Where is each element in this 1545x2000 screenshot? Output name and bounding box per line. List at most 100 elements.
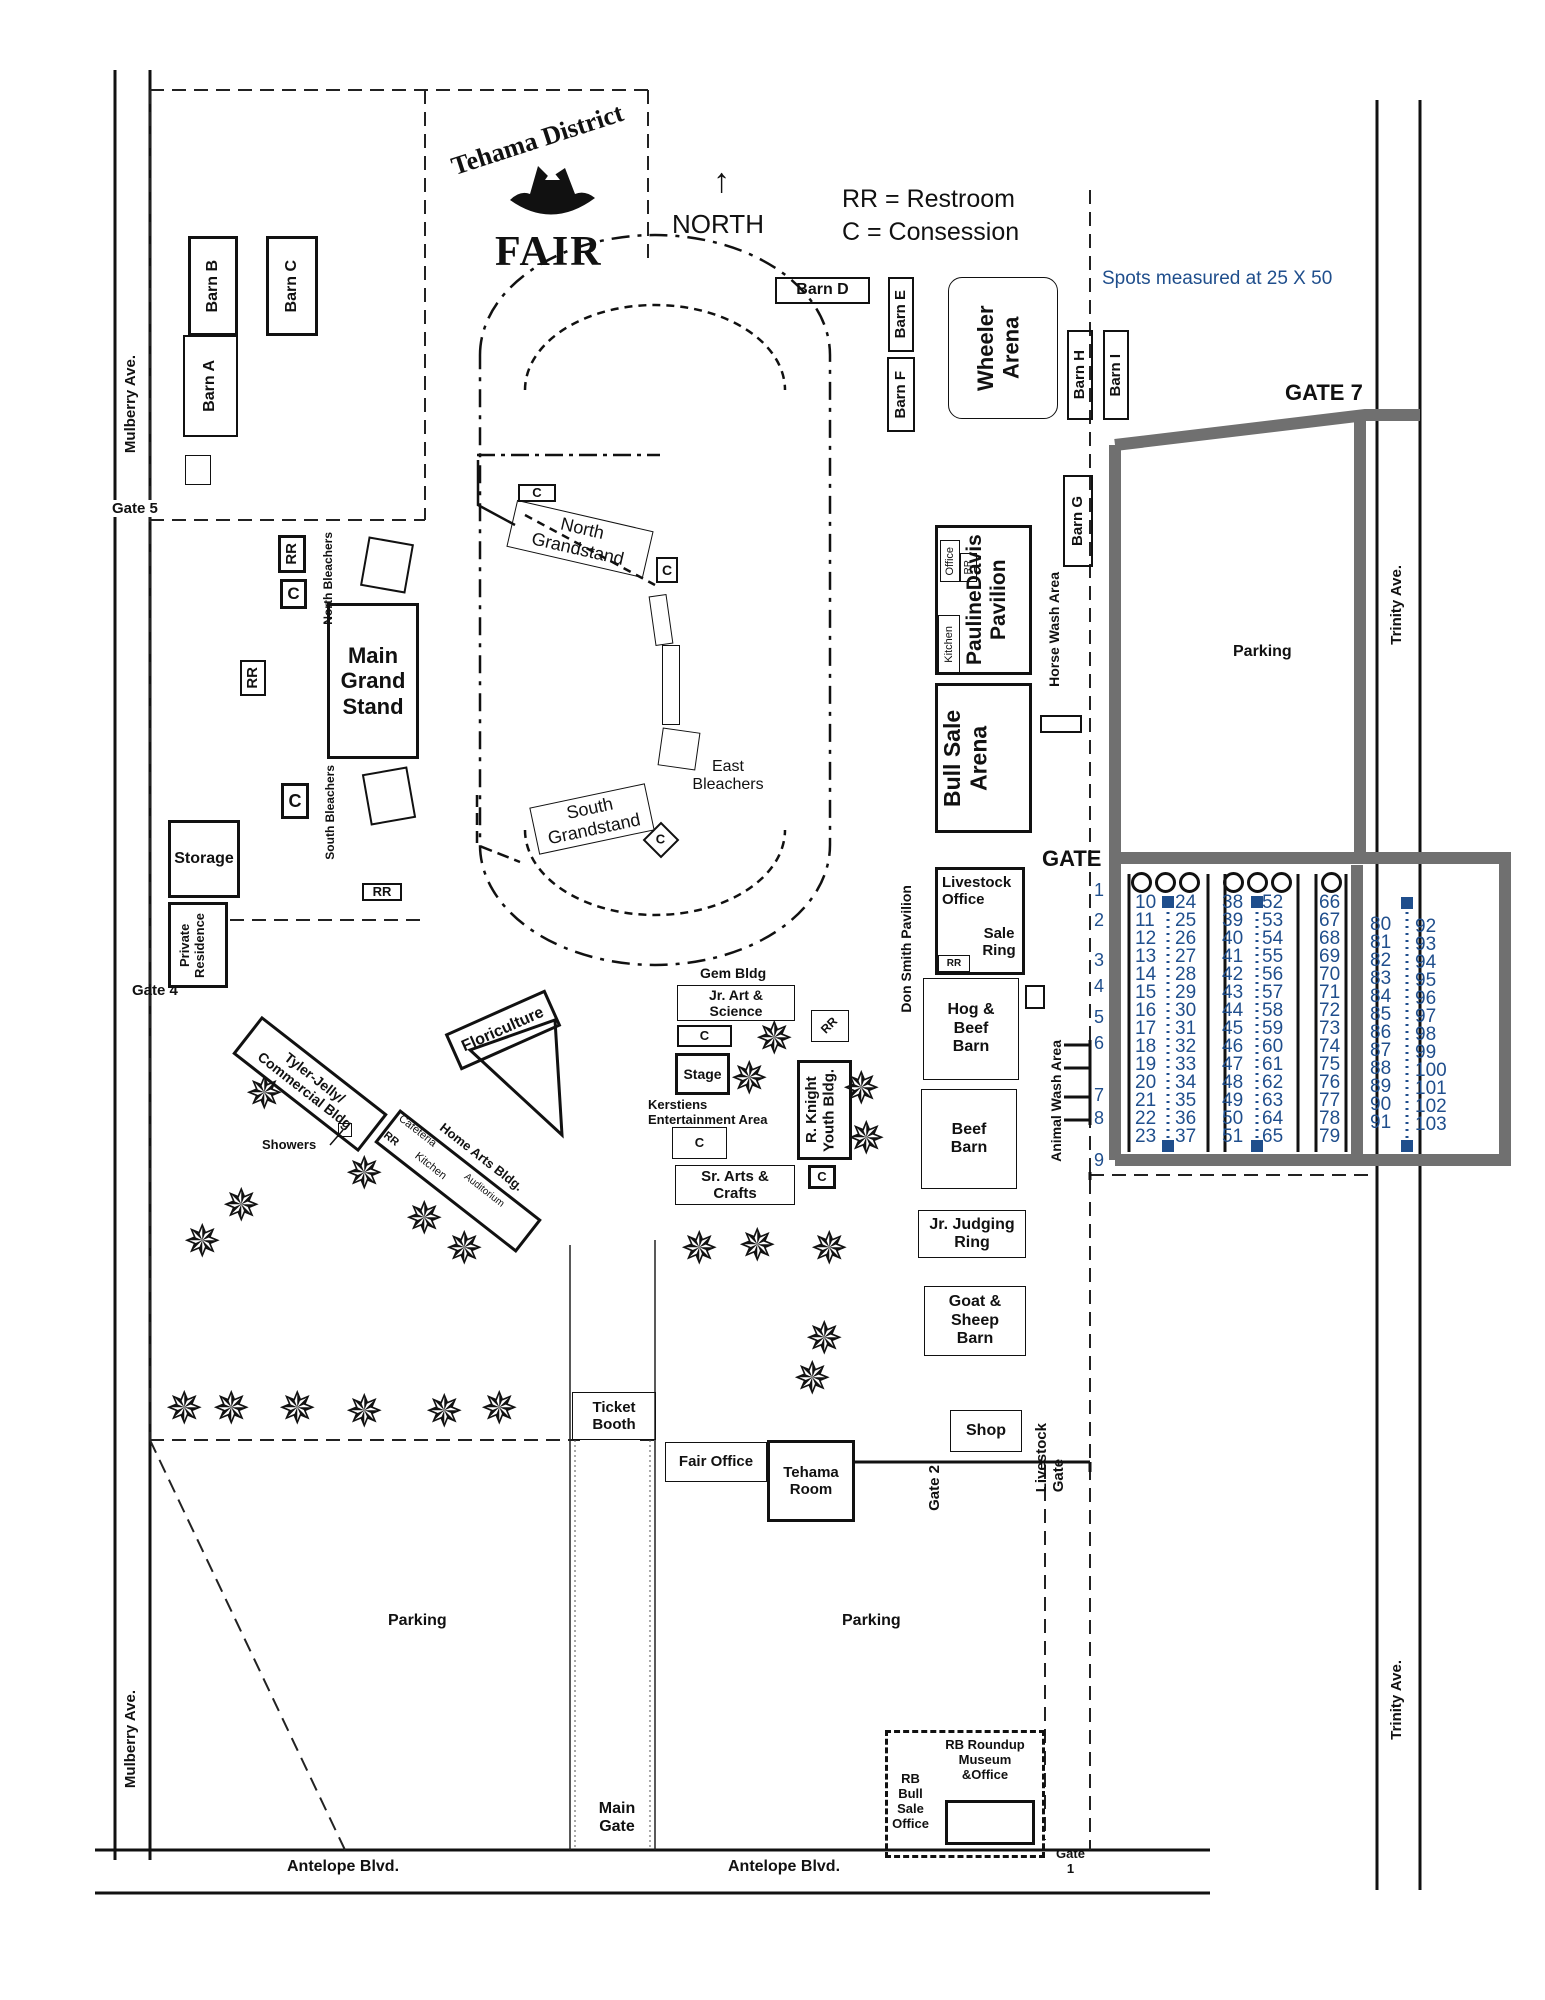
parking-spot-number: 76 xyxy=(1319,1072,1341,1093)
restroom-center: RR xyxy=(811,1010,849,1042)
parking-south: Parking xyxy=(842,1612,901,1629)
sr-arts-crafts: Sr. Arts & Crafts xyxy=(675,1165,795,1205)
parking-spot-number: 83 xyxy=(1370,968,1392,989)
gate-2: Gate 2 xyxy=(926,1465,943,1511)
parking-spot-number: 13 xyxy=(1135,946,1157,967)
showers-label: Showers xyxy=(262,1137,317,1152)
parking-spot-number: 11 xyxy=(1135,910,1155,931)
restroom-west: RR xyxy=(240,660,266,696)
parking-spot-number: 103 xyxy=(1415,1114,1447,1135)
parking-spot-number: 35 xyxy=(1175,1090,1197,1111)
street-antelope-right: Antelope Blvd. xyxy=(728,1858,841,1875)
parking-spot-number: 86 xyxy=(1370,1022,1392,1043)
animal-wash-area: Animal Wash Area xyxy=(1048,1040,1064,1162)
hog-beef-barn: Hog & Beef Barn xyxy=(923,978,1019,1080)
rb-museum-building xyxy=(945,1800,1035,1845)
parking-spot-number: 87 xyxy=(1370,1040,1392,1061)
gate-number-1: 1 xyxy=(1094,880,1105,900)
parking-spot-number: 102 xyxy=(1415,1096,1447,1117)
north-label: NORTH xyxy=(672,209,764,239)
kerstiens-entertainment: Kerstiens Entertainment Area xyxy=(648,1097,768,1127)
parking-spot-number: 26 xyxy=(1175,928,1197,949)
parking-spot-number: 54 xyxy=(1262,928,1284,949)
parking-spot-number: 96 xyxy=(1415,988,1437,1009)
parking-spot-number: 40 xyxy=(1222,928,1244,949)
parking-spot-number: 73 xyxy=(1319,1018,1341,1039)
parking-spot-number: 81 xyxy=(1370,932,1392,953)
parking-spot-number: 84 xyxy=(1370,986,1392,1007)
parking-spot-number: 23 xyxy=(1135,1126,1157,1147)
parking-spot-number: 72 xyxy=(1319,1000,1341,1021)
concession-main-south: C xyxy=(281,783,309,819)
small-box-livestock xyxy=(1025,985,1045,1009)
parking-southwest: Parking xyxy=(388,1612,447,1629)
pauline-davis-pavilion: PaulineDavis Pavilion xyxy=(935,525,1032,675)
concession-north: C xyxy=(518,484,556,502)
livestock-gate: Livestock Gate xyxy=(1032,1423,1067,1493)
parking-spot-number: 58 xyxy=(1262,1000,1284,1021)
parking-spot-number: 16 xyxy=(1135,1000,1157,1021)
parking-spot-number: 56 xyxy=(1262,964,1284,985)
street-trinity-top: Trinity Ave. xyxy=(1388,565,1405,645)
sale-ring: Sale Ring xyxy=(982,925,1016,960)
parking-spot-number: 69 xyxy=(1319,946,1341,967)
parking-spot-number: 46 xyxy=(1222,1036,1244,1057)
barn-i: Barn I xyxy=(1103,330,1129,420)
tree-icon: ✵ xyxy=(345,1384,384,1438)
parking-spot-number: 51 xyxy=(1222,1126,1244,1147)
parking-spot-number: 12 xyxy=(1135,928,1157,949)
parking-spot-number: 29 xyxy=(1175,982,1197,1003)
parking-spot-number: 19 xyxy=(1135,1054,1157,1075)
rings-group-a xyxy=(1131,872,1203,898)
parking-spot-number: 17 xyxy=(1135,1018,1157,1039)
r-knight-youth-bldg: R. Knight Youth Bldg. xyxy=(797,1060,852,1160)
north-bleachers-box xyxy=(360,536,414,594)
parking-spot-number: 18 xyxy=(1135,1036,1157,1057)
storage: Storage xyxy=(168,820,240,898)
logo-hat-icon xyxy=(505,160,600,230)
goat-sheep-barn: Goat & Sheep Barn xyxy=(924,1286,1026,1356)
parking-spot-number: 65 xyxy=(1262,1126,1284,1147)
parking-spot-number: 36 xyxy=(1175,1108,1197,1129)
tree-icon: ✵ xyxy=(805,1311,844,1365)
parking-spot-number: 50 xyxy=(1222,1108,1244,1129)
parking-spot-number: 24 xyxy=(1175,892,1197,913)
parking-spot-number: 37 xyxy=(1175,1126,1197,1147)
shop: Shop xyxy=(950,1410,1022,1452)
parking-spot-number: 60 xyxy=(1262,1036,1284,1057)
gate-number-5: 5 xyxy=(1094,1007,1105,1027)
rb-roundup-area xyxy=(885,1730,1045,1858)
fair-office: Fair Office xyxy=(665,1442,767,1482)
barn-g: Barn G xyxy=(1063,475,1093,567)
ring-icon xyxy=(1155,872,1176,893)
street-antelope-left: Antelope Blvd. xyxy=(287,1858,400,1875)
tree-icon: ✵ xyxy=(793,1351,832,1405)
parking-spot-number: 61 xyxy=(1262,1054,1284,1075)
parking-spot-number: 62 xyxy=(1262,1072,1284,1093)
parking-spot-number: 57 xyxy=(1262,982,1284,1003)
parking-spot-number: 10 xyxy=(1135,892,1157,913)
beef-barn: Beef Barn xyxy=(921,1089,1017,1189)
stage: Stage xyxy=(675,1053,730,1095)
tree-icon: ✵ xyxy=(405,1191,444,1245)
street-trinity-bottom: Trinity Ave. xyxy=(1388,1660,1405,1740)
parking-spot-number: 99 xyxy=(1415,1042,1437,1063)
barn-f: Barn F xyxy=(887,357,915,432)
tree-icon: ✵ xyxy=(810,1221,849,1275)
parking-spot-number: 67 xyxy=(1319,910,1341,931)
parking-spot-number: 28 xyxy=(1175,964,1197,985)
bull-sale-arena: Bull Sale Arena xyxy=(935,683,1032,833)
south-bleachers-box xyxy=(361,766,417,826)
ticket-booth: Ticket Booth xyxy=(572,1392,656,1440)
concession-youth: C xyxy=(808,1165,836,1189)
jr-art-science: Jr. Art & Science xyxy=(677,985,795,1021)
north-arrow-icon: ↑ xyxy=(713,162,730,200)
parking-spot-number: 63 xyxy=(1262,1090,1284,1111)
legend-c: C = Consession xyxy=(842,218,1020,246)
wheeler-arena: Wheeler Arena xyxy=(948,277,1058,419)
private-residence: Private Residence xyxy=(168,902,228,988)
parking-spot-number: 34 xyxy=(1175,1072,1197,1093)
